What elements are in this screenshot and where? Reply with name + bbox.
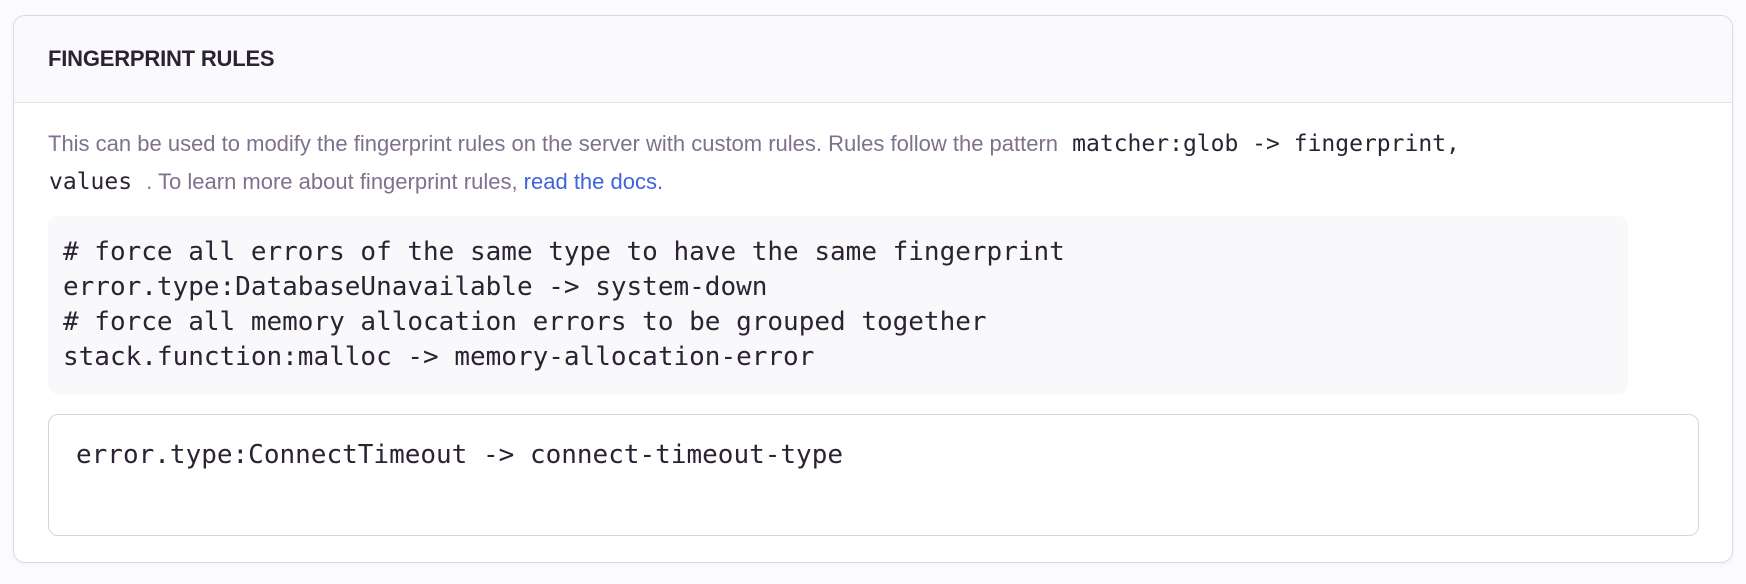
panel-header: FINGERPRINT RULES	[14, 16, 1732, 103]
fingerprint-rules-panel: FINGERPRINT RULES This can be used to mo…	[13, 15, 1733, 563]
panel-title: FINGERPRINT RULES	[48, 46, 275, 71]
example-code-block: # force all errors of the same type to h…	[48, 216, 1628, 394]
fingerprint-rules-input[interactable]: error.type:ConnectTimeout -> connect-tim…	[48, 414, 1699, 536]
read-the-docs-link[interactable]: read the docs.	[523, 169, 664, 194]
panel-body: This can be used to modify the fingerpri…	[14, 103, 1732, 562]
description-line-2: values . To learn more about fingerprint…	[48, 163, 1698, 201]
pattern-code: matcher:glob -> fingerprint,	[1072, 131, 1460, 157]
pattern-code-continued: values	[49, 169, 133, 195]
description-text-before-pattern: This can be used to modify the fingerpri…	[48, 131, 1065, 156]
description-line-1: This can be used to modify the fingerpri…	[48, 125, 1698, 163]
description: This can be used to modify the fingerpri…	[48, 125, 1698, 201]
description-text-after-pattern: . To learn more about fingerprint rules,	[140, 169, 524, 194]
